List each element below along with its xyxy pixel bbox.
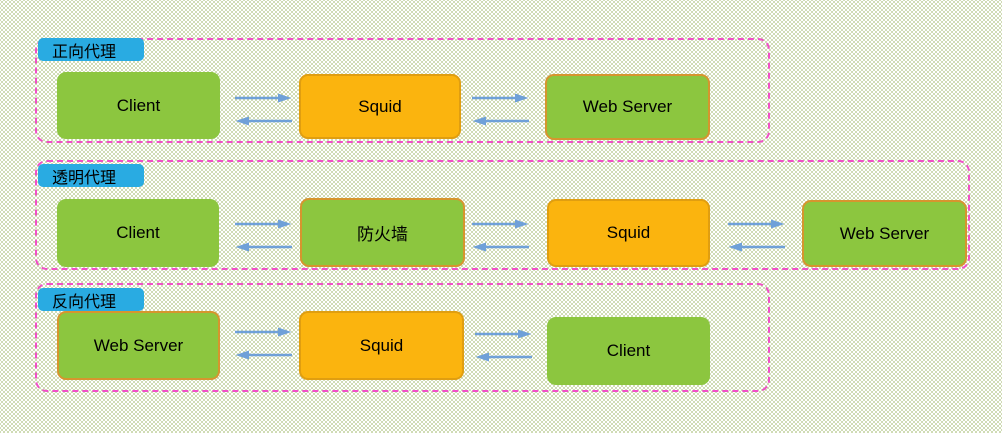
bidirectional-arrows <box>472 93 529 126</box>
group-label-text: 正向代理 <box>52 43 117 61</box>
arrow-left-icon <box>728 242 785 252</box>
bidirectional-arrows <box>472 219 529 252</box>
arrows-svg <box>235 327 292 360</box>
group-reverse-proxy: 反向代理 Web Server Squid Client <box>35 283 770 392</box>
node-squid: Squid <box>547 199 710 267</box>
arrow-left-icon <box>235 242 292 252</box>
node-label: Squid <box>358 96 402 116</box>
node-label: Client <box>606 341 651 360</box>
arrows-svg <box>472 219 529 252</box>
arrow-right-icon <box>475 329 532 339</box>
node-squid: Squid <box>299 311 464 380</box>
bidirectional-arrows <box>235 219 292 252</box>
arrows-svg <box>235 93 292 126</box>
arrow-right-icon <box>472 219 529 229</box>
node-label: Squid <box>606 223 651 242</box>
arrow-right-icon <box>235 219 292 229</box>
node-squid: Squid <box>299 74 461 139</box>
arrow-right-icon <box>728 219 785 229</box>
arrow-left-icon <box>472 242 529 252</box>
bidirectional-arrows <box>728 219 785 252</box>
arrow-left-icon <box>235 116 292 126</box>
arrow-left-icon <box>472 116 529 126</box>
group-forward-proxy: 正向代理 Client Squid Web Server <box>35 38 770 143</box>
arrow-right-icon <box>472 93 529 103</box>
node-client: Client <box>57 199 219 267</box>
arrow-right-icon <box>235 93 292 103</box>
group-label-text: 透明代理 <box>52 169 117 187</box>
group-label-tab: 透明代理 <box>38 164 144 187</box>
node-label: Squid <box>359 335 404 355</box>
arrows-svg <box>472 93 529 126</box>
group-label-text: 反向代理 <box>52 293 117 311</box>
arrow-left-icon <box>235 350 292 360</box>
arrow-right-icon <box>235 327 292 337</box>
arrows-svg <box>728 219 785 252</box>
node-firewall: 防火墙 <box>300 198 465 267</box>
node-label: Web Server <box>839 223 930 243</box>
bidirectional-arrows <box>235 93 292 126</box>
group-transparent-proxy: 透明代理 Client 防火墙 Squid <box>35 160 970 270</box>
bidirectional-arrows <box>235 327 292 360</box>
node-client: Client <box>57 72 220 139</box>
node-client: Client <box>547 317 710 385</box>
node-label: Web Server <box>582 97 673 116</box>
node-label: Client <box>116 223 160 242</box>
bidirectional-arrows <box>475 329 532 362</box>
node-label: 防火墙 <box>357 225 408 244</box>
node-web-server: Web Server <box>57 311 220 380</box>
node-label: Client <box>116 95 161 115</box>
group-label-tab: 反向代理 <box>38 288 144 311</box>
node-web-server: Web Server <box>802 200 967 267</box>
node-label: Web Server <box>93 335 184 355</box>
node-web-server: Web Server <box>545 74 710 140</box>
group-label-tab: 正向代理 <box>38 38 144 61</box>
arrows-svg <box>475 329 532 362</box>
arrow-left-icon <box>475 352 532 362</box>
arrows-svg <box>235 219 292 252</box>
